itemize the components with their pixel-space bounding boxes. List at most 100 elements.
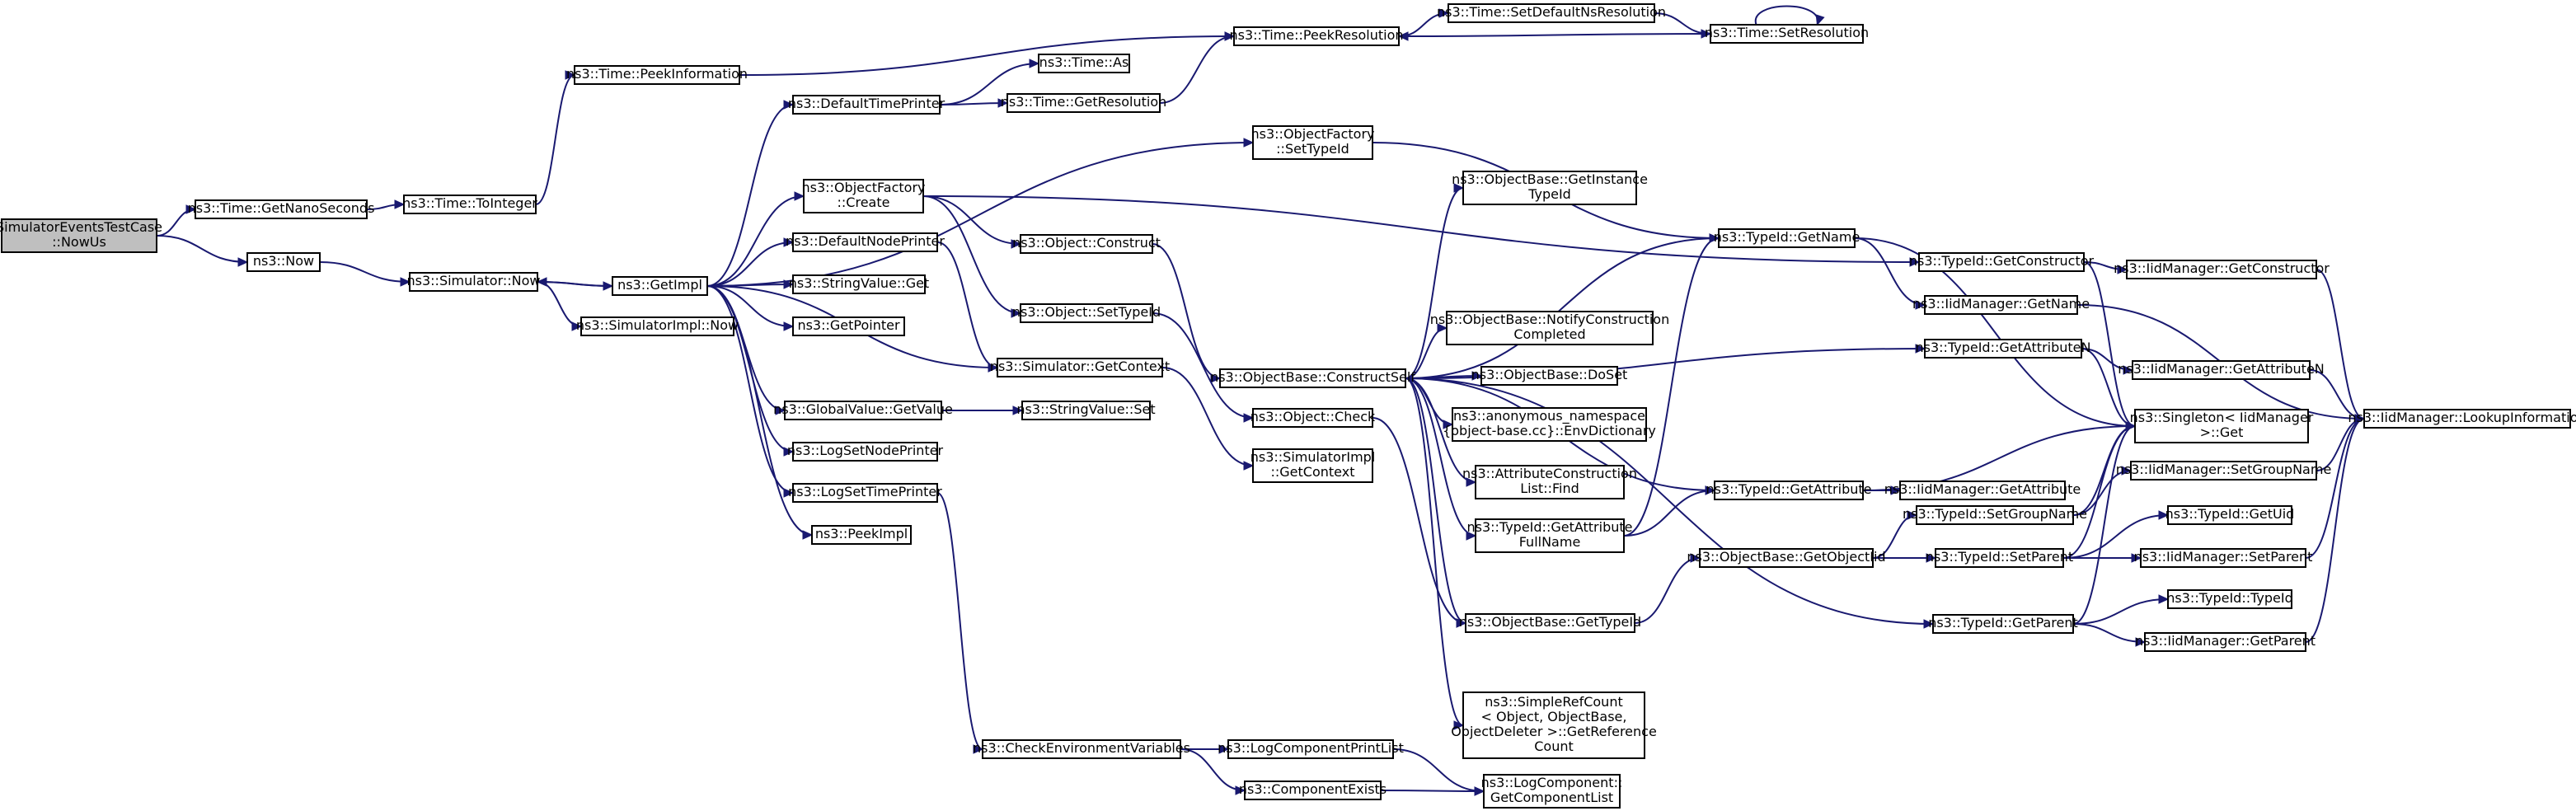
node-typeidgetconstructor[interactable]: ns3::TypeId::GetConstructor <box>1909 252 2095 272</box>
node-getres[interactable]: ns3::Time::GetResolution <box>1001 93 1167 113</box>
node-box <box>792 232 938 252</box>
edge-arrowhead <box>1466 531 1477 541</box>
node-peekimpl[interactable]: ns3::PeekImpl <box>811 525 912 545</box>
node-typeidgetattrn[interactable]: ns3::TypeId::GetAttributeN <box>1916 339 2091 359</box>
node-label: ns3::ObjectBase::DoSet <box>1471 367 1628 382</box>
node-obgetobjectiid[interactable]: ns3::ObjectBase::GetObjectIid <box>1687 548 1886 568</box>
node-gvgetvalue[interactable]: ns3::GlobalValue::GetValue <box>773 401 953 420</box>
node-box <box>2363 409 2571 429</box>
node-label: ns3::DefaultTimePrinter <box>788 96 945 111</box>
node-box <box>1935 548 2064 568</box>
node-label: ns3::IidManager::GetAttributeN <box>2118 361 2325 377</box>
node-notifyconstr[interactable]: ns3::ObjectBase::NotifyConstructionCompl… <box>1430 311 1669 345</box>
edge-line <box>1754 5 1819 26</box>
edge-arrowhead <box>783 321 795 331</box>
node-checkenv[interactable]: ns3::CheckEnvironmentVariables <box>973 739 1190 759</box>
node-label: Count <box>1534 738 1574 754</box>
edge-getattrfullname-to-typeidgetattr <box>1623 485 1716 537</box>
node-logsettime[interactable]: ns3::LogSetTimePrinter <box>788 483 942 503</box>
edge-root-to-getnano <box>156 204 197 237</box>
node-getnano[interactable]: ns3::Time::GetNanoSeconds <box>188 199 375 219</box>
node-simimplnow[interactable]: ns3::SimulatorImpl::Now <box>576 316 739 336</box>
node-peekinfo[interactable]: ns3::Time::PeekInformation <box>566 65 748 85</box>
node-envdict[interactable]: ns3::anonymous_namespace{object-base.cc}… <box>1443 407 1656 442</box>
node-label: ns3::Time::PeekResolution <box>1229 27 1403 43</box>
node-ofsettypeid[interactable]: ns3::ObjectFactory::SetTypeId <box>1251 125 1375 160</box>
edge-defnodeprinter-to-simgetctx <box>936 241 999 373</box>
node-strvalget[interactable]: ns3::StringValue::Get <box>789 274 929 294</box>
node-tointeger[interactable]: ns3::Time::ToInteger <box>402 195 537 214</box>
node-ofcreate[interactable]: ns3::ObjectFactory::Create <box>802 179 926 213</box>
edge-arrowhead <box>1456 618 1467 628</box>
node-logcompgetlist[interactable]: ns3::LogComponent::GetComponentList <box>1481 774 1623 809</box>
node-typeidgetattr[interactable]: ns3::TypeId::GetAttribute <box>1706 481 1872 500</box>
node-label: ns3::IidManager::SetGroupName <box>2116 462 2332 477</box>
node-typeidgetparent[interactable]: ns3::TypeId::GetParent <box>1928 614 2078 634</box>
node-iidgetattrn[interactable]: ns3::IidManager::GetAttributeN <box>2118 360 2325 380</box>
edge-constructself-to-obgettypeid <box>1405 377 1467 628</box>
node-typeidgetname[interactable]: ns3::TypeId::GetName <box>1714 228 1860 248</box>
node-iidgetname[interactable]: ns3::IidManager::GetName <box>1912 295 2090 315</box>
node-setdefaultns[interactable]: ns3::Time::SetDefaultNsResolution <box>1437 3 1666 23</box>
node-iidgetparent[interactable]: ns3::IidManager::GetParent <box>2135 632 2316 652</box>
node-singletonget[interactable]: ns3::Singleton< IidManager >::Get <box>2130 409 2314 443</box>
node-box <box>792 95 941 115</box>
node-iidgetconstructor[interactable]: ns3::IidManager::GetConstructor <box>2114 260 2330 279</box>
node-box <box>2130 461 2317 481</box>
node-objsettypeid[interactable]: ns3::Object::SetTypeId <box>1012 303 1161 323</box>
node-constructself[interactable]: ns3::ObjectBase::ConstructSelf <box>1210 368 1415 388</box>
node-timeas[interactable]: ns3::Time::As <box>1038 54 1130 73</box>
edge-arrowhead <box>2131 553 2142 563</box>
node-logsetnode[interactable]: ns3::LogSetNodePrinter <box>787 442 944 462</box>
node-compexists[interactable]: ns3::ComponentExists <box>1239 781 1387 800</box>
node-obgettypeid[interactable]: ns3::ObjectBase::GetTypeId <box>1459 613 1641 633</box>
node-typeidgetuid[interactable]: ns3::TypeId::GetUid <box>2165 505 2295 525</box>
node-typeidsetgroup[interactable]: ns3::TypeId::SetGroupName <box>1903 505 2087 525</box>
node-peekres[interactable]: ns3::Time::PeekResolution <box>1229 26 1404 46</box>
node-typeidsetparent[interactable]: ns3::TypeId::SetParent <box>1926 548 2073 568</box>
node-typeidtypeid[interactable]: ns3::TypeId::TypeId <box>2166 589 2293 609</box>
edge-arrowhead <box>973 744 984 754</box>
edge-compexists-to-logcompgetlist <box>1380 786 1485 796</box>
node-simplerefcount[interactable]: ns3::SimpleRefCount< Object, ObjectBase,… <box>1451 691 1657 759</box>
node-box <box>1924 295 2078 315</box>
node-label: ns3::ObjectBase::GetInstance <box>1452 171 1648 187</box>
node-simgetctx[interactable]: ns3::Simulator::GetContext <box>990 358 1170 377</box>
node-iidlookup[interactable]: ns3::IidManager::LookupInformation <box>2348 409 2576 429</box>
edge-arrowhead <box>775 406 786 415</box>
edge-root-to-now <box>156 235 249 267</box>
node-setres[interactable]: ns3::Time::SetResolution <box>1705 24 1869 44</box>
node-doset[interactable]: ns3::ObjectBase::DoSet <box>1471 366 1628 386</box>
node-now[interactable]: ns3::Now <box>246 252 321 272</box>
node-iidgetattr[interactable]: ns3::IidManager::GetAttribute <box>1884 481 2081 500</box>
node-iidsetgroup[interactable]: ns3::IidManager::SetGroupName <box>2116 461 2332 481</box>
edge-simnow-to-simimplnow <box>537 281 583 331</box>
edge-getimpl-to-simnow <box>536 277 613 287</box>
node-deftimeprinter[interactable]: ns3::DefaultTimePrinter <box>788 95 945 115</box>
node-label: ns3::Time::PeekInformation <box>566 66 748 82</box>
node-iidsetparent[interactable]: ns3::IidManager::SetParent <box>2134 548 2313 568</box>
node-getimpl[interactable]: ns3::GetImpl <box>612 276 708 296</box>
node-label: ns3::IidManager::GetName <box>1912 296 2090 312</box>
node-objconstruct[interactable]: ns3::Object::Construct <box>1012 234 1161 254</box>
node-getpointer[interactable]: ns3::GetPointer <box>792 316 905 336</box>
node-simimplgetctx[interactable]: ns3::SimulatorImpl::GetContext <box>1250 448 1376 483</box>
node-simnow[interactable]: ns3::Simulator::Now <box>407 272 541 292</box>
node-strvalset[interactable]: ns3::StringValue::Set <box>1016 401 1156 420</box>
node-label: ns3::DefaultNodePrinter <box>786 233 945 249</box>
node-box <box>2144 632 2306 652</box>
edge-line <box>1634 557 1701 624</box>
node-root[interactable]: SimulatorEventsTestCase::NowUs <box>0 218 162 253</box>
node-defnodeprinter[interactable]: ns3::DefaultNodePrinter <box>786 232 945 252</box>
node-logcompprintlist[interactable]: ns3::LogComponentPrintList <box>1218 739 1404 759</box>
node-label: ns3::Time::ToInteger <box>402 195 537 211</box>
edge-typeidsetparent-to-iidsetparent <box>2063 553 2142 563</box>
edge-ofcreate-to-objconstruct <box>922 195 1022 249</box>
edge-line <box>2072 425 2136 625</box>
edge-arrowhead <box>2158 594 2170 604</box>
node-objcheck[interactable]: ns3::Object::Check <box>1250 408 1376 428</box>
